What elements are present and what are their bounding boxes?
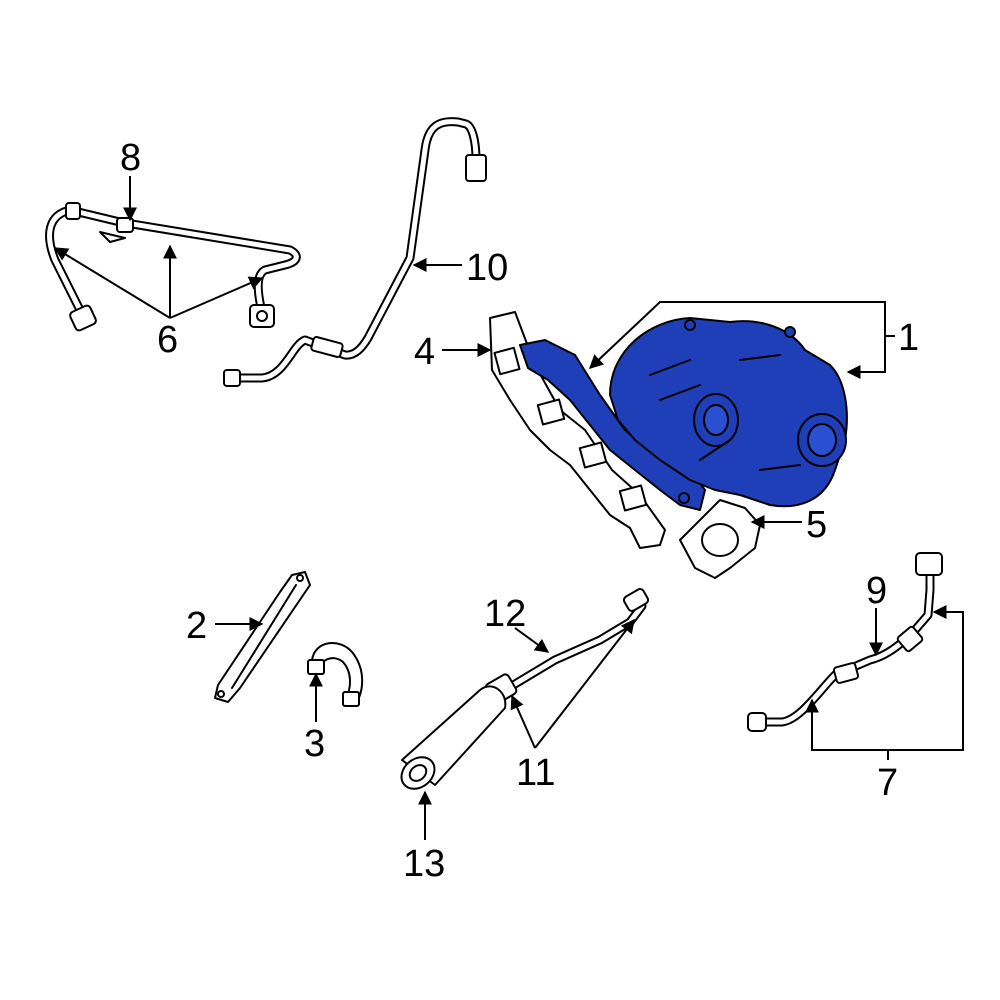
callout-6: 6 (157, 319, 178, 361)
oil-return-tube (484, 588, 650, 705)
callout-1: 1 (898, 317, 919, 359)
callout-2: 2 (186, 605, 207, 647)
outlet-gasket (679, 499, 761, 579)
callout-4: 4 (414, 331, 435, 373)
callout-10: 10 (466, 247, 508, 289)
oil-return-canister (400, 685, 507, 790)
leader-lines (53, 176, 964, 840)
coolant-return-tube (747, 552, 943, 732)
callout-8: 8 (120, 137, 141, 179)
turbocharger-assembly (519, 317, 848, 511)
callout-labels: 1 2 3 4 5 6 7 8 9 10 11 12 13 (120, 137, 919, 885)
callout-7: 7 (877, 762, 898, 804)
callout-9: 9 (866, 570, 887, 612)
callout-12: 12 (484, 593, 526, 635)
callout-13: 13 (403, 843, 445, 885)
support-bracket (214, 571, 311, 703)
hose-clamp (307, 642, 364, 707)
callout-11: 11 (516, 752, 555, 794)
callout-3: 3 (304, 723, 325, 765)
oil-feed-line (223, 117, 487, 387)
callout-5: 5 (806, 504, 827, 546)
